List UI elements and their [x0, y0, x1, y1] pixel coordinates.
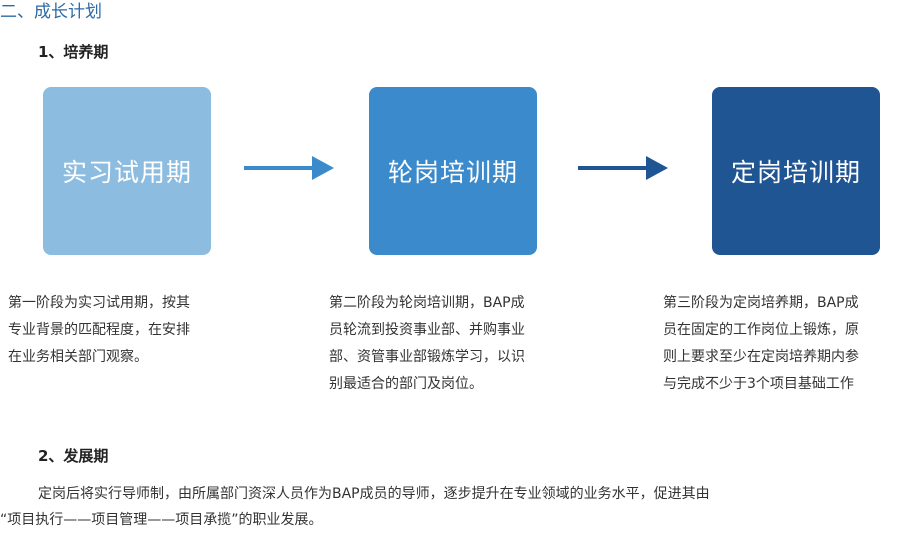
right-arrow-icon	[244, 156, 334, 180]
description-line: 则上要求至少在定岗培养期内参	[663, 349, 859, 365]
phase2-paragraph-line1: 定岗后将实行导师制，由所属部门资深人员作为BAP成员的导师，逐步提升在专业领域的…	[38, 486, 710, 502]
phase2-title: 2、发展期	[38, 447, 109, 465]
description-line: 与完成不少于3个项目基础工作	[663, 376, 854, 392]
stage-label-rotation: 轮岗培训期	[387, 158, 518, 187]
stage-label-internship: 实习试用期	[61, 158, 192, 187]
right-arrow-icon	[578, 156, 668, 180]
stage-description-rotation: 第二阶段为轮岗培训期，BAP成 员轮流到投资事业部、并购事业 部、资管事业部锻炼…	[329, 290, 525, 398]
phase1-title: 1、培养期	[38, 43, 109, 61]
description-line: 部、资管事业部锻炼学习，以识	[329, 349, 525, 365]
description-line: 员轮流到投资事业部、并购事业	[329, 322, 525, 338]
stage-box-internship: 实习试用期	[43, 87, 211, 255]
description-line: 第三阶段为定岗培养期，BAP成	[663, 295, 859, 311]
description-line: 第二阶段为轮岗培训期，BAP成	[329, 295, 525, 311]
description-line: 别最适合的部门及岗位。	[329, 376, 483, 392]
stage-box-fixed-post: 定岗培训期	[712, 87, 880, 255]
stage-description-fixed-post: 第三阶段为定岗培养期，BAP成 员在固定的工作岗位上锻炼，原 则上要求至少在定岗…	[663, 290, 859, 398]
stage-description-internship: 第一阶段为实习试用期，按其 专业背景的匹配程度，在安排 在业务相关部门观察。	[8, 290, 190, 371]
description-line: 在业务相关部门观察。	[8, 349, 148, 365]
stage-label-fixed-post: 定岗培训期	[730, 158, 861, 187]
phase2-paragraph-line2: “项目执行——项目管理——项目承揽”的职业发展。	[0, 512, 323, 528]
description-line: 第一阶段为实习试用期，按其	[8, 295, 190, 311]
description-line: 专业背景的匹配程度，在安排	[8, 322, 190, 338]
stage-box-rotation: 轮岗培训期	[369, 87, 537, 255]
description-line: 员在固定的工作岗位上锻炼，原	[663, 322, 859, 338]
section-title: 二、成长计划	[0, 2, 102, 22]
